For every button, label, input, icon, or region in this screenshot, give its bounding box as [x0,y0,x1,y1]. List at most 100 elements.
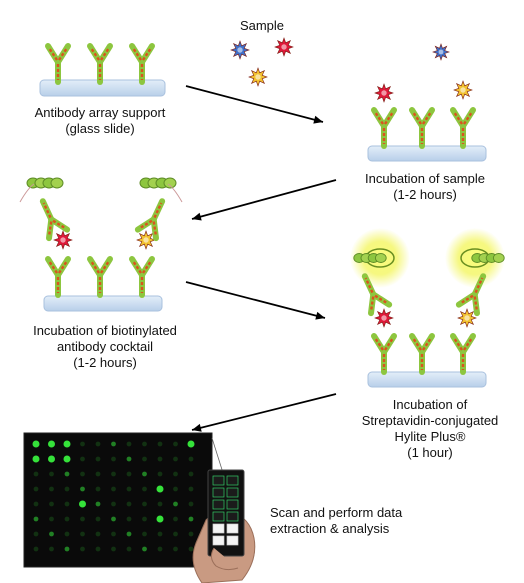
array-spot [80,531,85,537]
array-spot [142,456,147,462]
array-spot [33,516,39,522]
step-1-label: Antibody array support (glass slide) [5,105,195,137]
array-spot [48,455,55,463]
array-spot [95,531,101,537]
antibody-icon [48,46,68,82]
sample-label: Sample [239,18,285,33]
array-spot [33,501,39,507]
array-spot [49,531,54,537]
array-spot [111,516,116,522]
antigen-core [460,87,466,93]
linker [167,183,183,203]
step-4-line-2: Streptavidin-conjugated [361,413,499,428]
array-spot [173,531,178,537]
array-spots [32,440,195,552]
cartridge-well [226,475,239,486]
biotin-chain-icon [471,253,505,263]
array-spot [188,531,194,537]
antigen-core [381,90,387,96]
antibody-icon [132,259,152,295]
array-spot [63,455,71,463]
array-spot [188,471,194,477]
array-spot [48,440,55,448]
step-3-line-3: (1-2 hours) [73,355,137,370]
cartridge-well [226,523,239,534]
array-spot [157,501,163,507]
array-spot [64,471,70,477]
array-spot [95,441,101,447]
antigen-core [237,47,243,53]
array-spot [188,486,194,492]
step-4-line-1: Incubation of [392,397,468,412]
cartridge-well [212,511,225,522]
antibody-icon [453,110,473,146]
array-spot [157,546,163,552]
cartridge-well [226,511,239,522]
array-spot [173,516,178,522]
scan-image-icon [23,432,213,568]
cartridge-well [212,475,225,486]
array-spot [49,486,54,492]
step-4-line-3: Hylite Plus® [394,429,466,444]
biotin-chain-icon [26,177,64,189]
arrow-head [313,115,323,124]
array-spot [80,546,85,552]
array-spot [95,501,101,507]
arrow-head [192,212,202,221]
array-spot [33,531,39,537]
array-spot [49,546,54,552]
glass-slide [43,295,163,312]
step-3-line-2: antibody cocktail [56,339,154,354]
biotin-chain-icon [353,253,387,263]
array-spot [173,486,178,492]
array-spot [95,471,101,477]
antibody-icon [412,336,432,372]
step-1-line-2: (glass slide) [65,121,135,136]
array-spot [80,456,85,462]
antigen-core [143,237,149,243]
array-spot [126,501,132,507]
step-5-label: Scan and perform data extraction & analy… [270,505,450,537]
array-spot [157,531,163,537]
antibody-icon [132,46,152,82]
array-spot [111,546,116,552]
array-spot [32,455,40,463]
arrow-icon [185,85,324,123]
array-spot [126,531,132,537]
array-spot [95,546,101,552]
array-spot [80,471,85,477]
array-spot [188,546,194,552]
array-spot [126,516,132,522]
array-spot [64,546,70,552]
array-spot [95,486,101,492]
array-spot [63,440,71,448]
antigen-core [255,74,261,80]
arrow-icon [191,393,337,431]
antigen-core [60,237,66,243]
array-spot [173,456,178,462]
array-spot [95,456,101,462]
array-spot [64,531,70,537]
cartridge-well [212,487,225,498]
array-spot [49,501,54,507]
glass-slide [367,371,487,388]
array-spot [188,501,194,507]
antigen-core [381,315,387,321]
antibody-icon [90,259,110,295]
array-spot [173,471,178,477]
array-spot [33,486,39,492]
antibody-icon [374,110,394,146]
array-spot [95,516,101,522]
array-spot [111,441,116,447]
array-spot [142,441,147,447]
array-spot [33,546,39,552]
array-spot [111,531,116,537]
array-spot [64,516,70,522]
array-spot [126,486,132,492]
antigen-core [464,315,470,321]
arrow-head [315,311,325,320]
step-2-line-1: Incubation of sample [365,171,485,186]
array-spot [157,441,163,447]
array-spot [64,486,70,492]
